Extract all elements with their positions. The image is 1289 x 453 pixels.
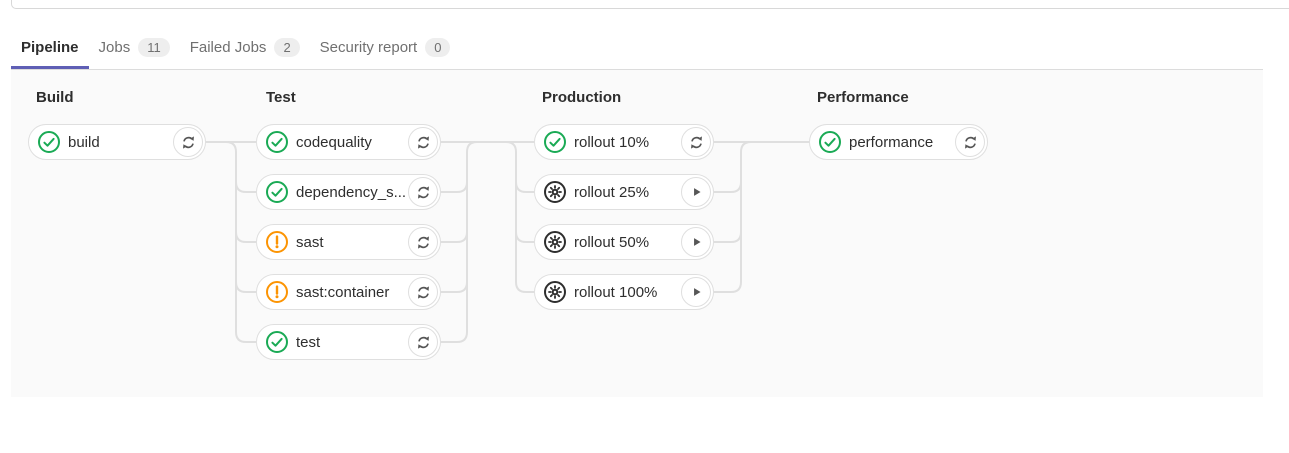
security-report-count-badge: 0 xyxy=(425,37,451,58)
pipeline-graph: Build Test Production Performance build … xyxy=(11,70,1263,397)
retry-button[interactable] xyxy=(408,227,438,257)
job-name: codequality xyxy=(296,133,372,151)
retry-button[interactable] xyxy=(408,277,438,307)
job-pill-performance[interactable]: performance xyxy=(809,124,988,160)
job-pill-codequality[interactable]: codequality xyxy=(256,124,441,160)
play-icon xyxy=(689,185,703,199)
status-manual-icon xyxy=(544,181,566,203)
job-pill-dependency-scanning[interactable]: dependency_s... xyxy=(256,174,441,210)
previous-section-border xyxy=(11,0,1289,9)
status-manual-icon xyxy=(544,281,566,303)
tab-pipeline[interactable]: Pipeline xyxy=(11,26,89,69)
job-name: performance xyxy=(849,133,934,151)
job-pill-rollout-50[interactable]: rollout 50% xyxy=(534,224,714,260)
failed-jobs-count-badge: 2 xyxy=(274,37,300,58)
status-success-icon xyxy=(266,131,288,153)
retry-icon xyxy=(963,135,978,150)
status-success-icon xyxy=(544,131,566,153)
tab-pipeline-label: Pipeline xyxy=(21,39,79,56)
tab-failed-jobs-label: Failed Jobs xyxy=(189,39,267,56)
retry-button[interactable] xyxy=(681,127,711,157)
status-success-icon xyxy=(819,131,841,153)
retry-button[interactable] xyxy=(408,177,438,207)
job-name: rollout 25% xyxy=(574,183,650,201)
retry-button[interactable] xyxy=(408,327,438,357)
job-name: dependency_s... xyxy=(296,183,407,201)
retry-button[interactable] xyxy=(408,127,438,157)
stage-header-test: Test xyxy=(266,89,296,106)
job-pill-sast[interactable]: sast xyxy=(256,224,441,260)
status-success-icon xyxy=(266,331,288,353)
job-pill-rollout-10[interactable]: rollout 10% xyxy=(534,124,714,160)
play-icon xyxy=(689,235,703,249)
tab-jobs-label: Jobs xyxy=(98,39,131,56)
job-name: test xyxy=(296,333,321,351)
pipeline-tabs: Pipeline Jobs 11 Failed Jobs 2 Security … xyxy=(11,26,1263,70)
job-pill-rollout-100[interactable]: rollout 100% xyxy=(534,274,714,310)
job-pill-sast-container[interactable]: sast:container xyxy=(256,274,441,310)
job-name: sast:container xyxy=(296,283,390,301)
job-pill-rollout-25[interactable]: rollout 25% xyxy=(534,174,714,210)
tab-jobs[interactable]: Jobs 11 xyxy=(89,26,180,69)
stage-header-build: Build xyxy=(36,89,74,106)
job-pill-test[interactable]: test xyxy=(256,324,441,360)
status-manual-icon xyxy=(544,231,566,253)
play-button[interactable] xyxy=(681,177,711,207)
play-icon xyxy=(689,285,703,299)
tab-security-report-label: Security report xyxy=(319,39,418,56)
retry-icon xyxy=(416,135,431,150)
job-name: rollout 100% xyxy=(574,283,658,301)
status-success-icon xyxy=(266,181,288,203)
retry-icon xyxy=(416,235,431,250)
retry-icon xyxy=(181,135,196,150)
tab-security-report[interactable]: Security report 0 xyxy=(310,26,461,69)
play-button[interactable] xyxy=(681,227,711,257)
retry-button[interactable] xyxy=(173,127,203,157)
retry-icon xyxy=(689,135,704,150)
job-name: rollout 10% xyxy=(574,133,650,151)
job-name: rollout 50% xyxy=(574,233,650,251)
job-name: sast xyxy=(296,233,324,251)
retry-icon xyxy=(416,285,431,300)
jobs-count-badge: 11 xyxy=(138,37,170,58)
tab-failed-jobs[interactable]: Failed Jobs 2 xyxy=(180,26,310,69)
status-warning-icon xyxy=(266,281,288,303)
stage-header-production: Production xyxy=(542,89,622,106)
pipeline-connector-lines xyxy=(206,141,809,343)
retry-icon xyxy=(416,185,431,200)
play-button[interactable] xyxy=(681,277,711,307)
stage-header-performance: Performance xyxy=(817,89,909,106)
job-name: build xyxy=(68,133,100,151)
status-success-icon xyxy=(38,131,60,153)
retry-button[interactable] xyxy=(955,127,985,157)
job-pill-build[interactable]: build xyxy=(28,124,206,160)
status-warning-icon xyxy=(266,231,288,253)
retry-icon xyxy=(416,335,431,350)
